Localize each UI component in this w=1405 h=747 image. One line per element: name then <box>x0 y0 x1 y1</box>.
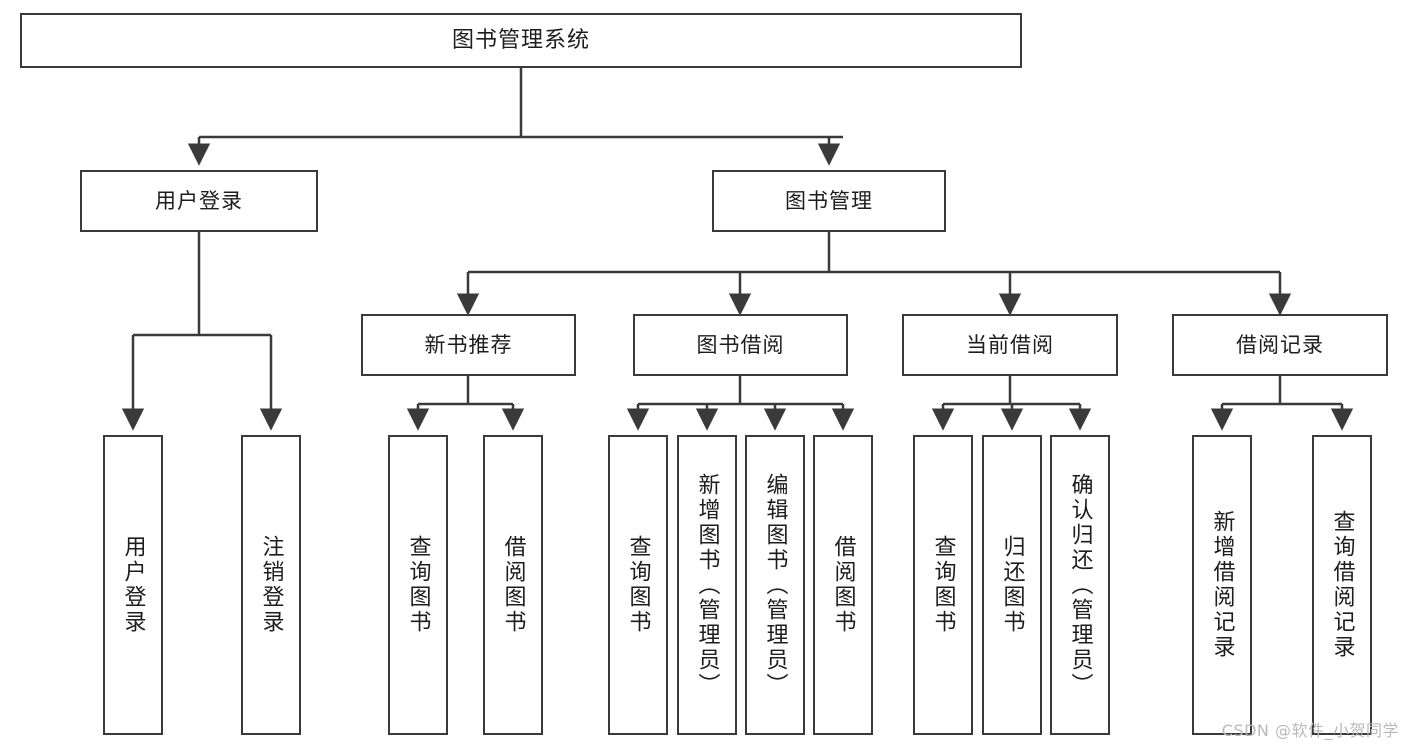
leaf-new-book-query[interactable]: 查询图书 <box>388 435 448 735</box>
leaf-label: 查询图书 <box>405 535 431 635</box>
node-new-book-recommend[interactable]: 新书推荐 <box>361 314 576 376</box>
leaf-book-borrow-add[interactable]: 新增图书（管理员） <box>677 435 737 735</box>
leaf-label: 新增借阅记录 <box>1209 510 1235 660</box>
leaf-label: 查询图书 <box>930 535 956 635</box>
leaf-current-borrow-return[interactable]: 归还图书 <box>982 435 1042 735</box>
leaf-label: 新增图书（管理员） <box>694 472 720 698</box>
leaf-borrow-record-query[interactable]: 查询借阅记录 <box>1312 435 1372 735</box>
watermark: CSDN @软件_小贺同学 <box>1221 721 1399 740</box>
node-user-login[interactable]: 用户登录 <box>80 170 318 232</box>
leaf-borrow-record-add[interactable]: 新增借阅记录 <box>1192 435 1252 735</box>
node-root-system[interactable]: 图书管理系统 <box>20 13 1022 68</box>
leaf-new-book-borrow[interactable]: 借阅图书 <box>483 435 543 735</box>
leaf-book-borrow-query[interactable]: 查询图书 <box>608 435 668 735</box>
leaf-label: 借阅图书 <box>500 535 526 635</box>
node-book-borrow[interactable]: 图书借阅 <box>633 314 848 376</box>
leaf-label: 借阅图书 <box>830 535 856 635</box>
node-borrow-record[interactable]: 借阅记录 <box>1172 314 1388 376</box>
leaf-label: 查询图书 <box>625 535 651 635</box>
leaf-user-login-logout[interactable]: 注销登录 <box>241 435 301 735</box>
node-book-manage[interactable]: 图书管理 <box>712 170 946 232</box>
node-current-borrow[interactable]: 当前借阅 <box>902 314 1118 376</box>
leaf-current-borrow-confirm[interactable]: 确认归还（管理员） <box>1050 435 1110 735</box>
leaf-label: 注销登录 <box>258 535 284 635</box>
leaf-label: 查询借阅记录 <box>1329 510 1355 660</box>
leaf-book-borrow-borrow[interactable]: 借阅图书 <box>813 435 873 735</box>
leaf-current-borrow-query[interactable]: 查询图书 <box>913 435 973 735</box>
leaf-book-borrow-edit[interactable]: 编辑图书（管理员） <box>745 435 805 735</box>
leaf-label: 用户登录 <box>120 535 146 635</box>
leaf-user-login-login[interactable]: 用户登录 <box>103 435 163 735</box>
leaf-label: 归还图书 <box>999 535 1025 635</box>
leaf-label: 编辑图书（管理员） <box>762 472 788 698</box>
leaf-label: 确认归还（管理员） <box>1067 472 1093 698</box>
